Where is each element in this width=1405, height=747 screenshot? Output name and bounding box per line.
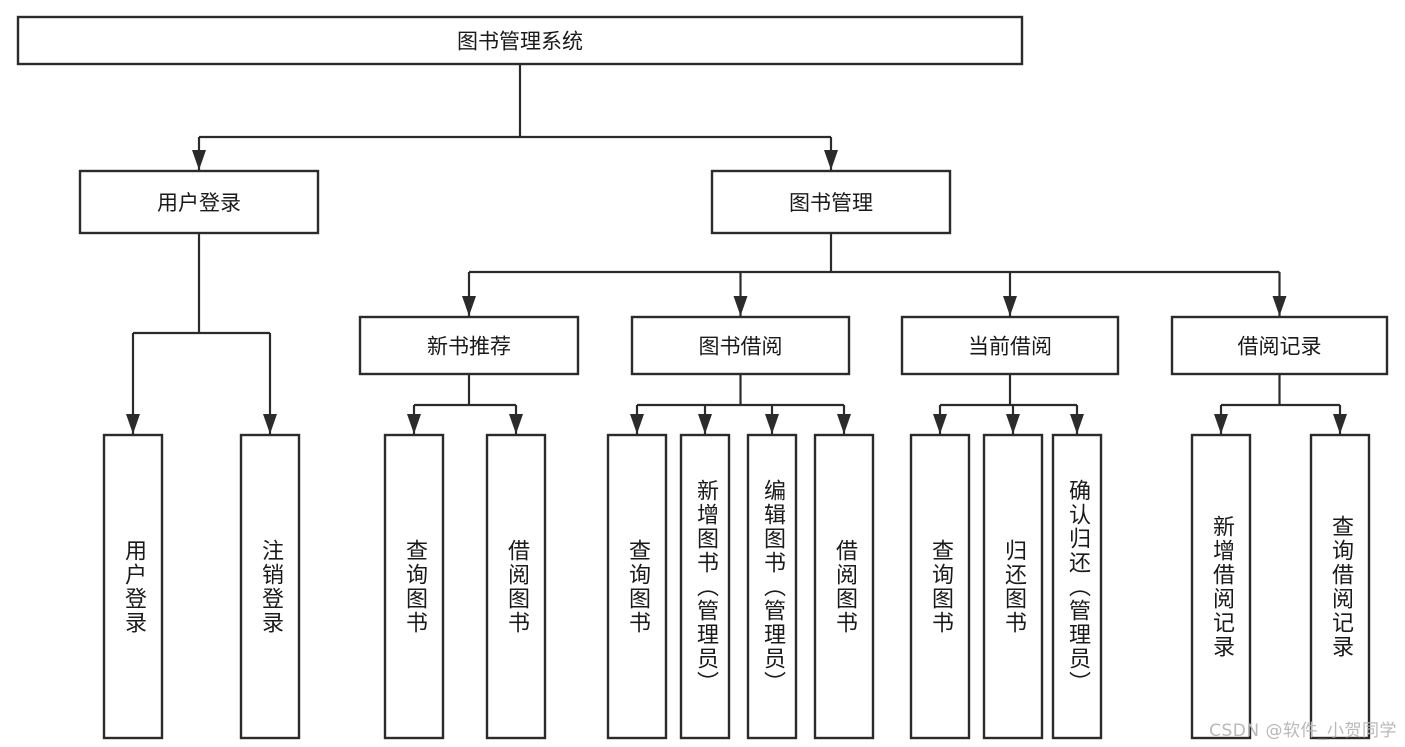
node-box-leaf-0[interactable] (102, 433, 164, 740)
arrow-head-icon (1333, 414, 1347, 434)
arrow-head-icon (630, 414, 644, 434)
arrow-head-icon (263, 414, 277, 434)
node-box-leaf-10[interactable] (1051, 433, 1103, 740)
arrow-head-icon (462, 296, 476, 316)
node-box-level3-3[interactable] (1170, 315, 1389, 376)
arrow-head-icon (837, 414, 851, 434)
node-box-leaf-8[interactable] (909, 433, 971, 740)
node-box-leaf-5[interactable] (679, 433, 731, 740)
arrow-head-icon (1070, 414, 1084, 434)
arrow-head-icon (509, 414, 523, 434)
node-label-level3-2: 当前借阅 (968, 335, 1052, 359)
node-box-leaf-11[interactable] (1190, 433, 1252, 740)
node-label-level3-3: 借阅记录 (1238, 335, 1322, 359)
node-box-level2-1[interactable] (710, 169, 952, 235)
arrow-head-icon (1003, 296, 1017, 316)
node-box-leaf-3[interactable] (485, 433, 547, 740)
arrow-head-icon (407, 414, 421, 434)
node-box-leaf-12[interactable] (1309, 433, 1371, 740)
watermark-text: CSDN @软件_小贺同学 (1209, 721, 1397, 741)
node-box-leaf-6[interactable] (746, 433, 798, 740)
arrow-head-icon (765, 414, 779, 434)
arrow-head-icon (698, 414, 712, 434)
node-box-leaf-2[interactable] (383, 433, 445, 740)
arrow-head-icon (933, 414, 947, 434)
node-box-level2-0[interactable] (78, 169, 320, 235)
node-label-level3-1: 图书借阅 (699, 335, 783, 359)
node-label-level2-0: 用户登录 (157, 191, 241, 215)
connectors-layer (126, 64, 1347, 434)
arrow-head-icon (733, 296, 748, 316)
node-label-level3-0: 新书推荐 (427, 335, 511, 359)
node-box-leaf-9[interactable] (982, 433, 1044, 740)
arrow-head-icon (824, 150, 838, 170)
node-box-leaf-1[interactable] (239, 433, 301, 740)
node-box-leaf-7[interactable] (813, 433, 875, 740)
boxes-layer (16, 15, 1389, 740)
node-box-root[interactable] (16, 15, 1024, 66)
arrow-head-icon (192, 150, 206, 170)
node-box-leaf-4[interactable] (606, 433, 668, 740)
node-box-level3-2[interactable] (900, 315, 1120, 376)
node-label-root: 图书管理系统 (457, 30, 583, 54)
node-box-level3-1[interactable] (630, 315, 851, 376)
arrow-head-icon (126, 414, 140, 434)
arrow-head-icon (1272, 296, 1287, 316)
arrow-head-icon (1214, 414, 1228, 434)
node-label-level2-1: 图书管理 (789, 191, 873, 215)
arrow-head-icon (1006, 414, 1020, 434)
node-box-level3-0[interactable] (358, 315, 580, 376)
